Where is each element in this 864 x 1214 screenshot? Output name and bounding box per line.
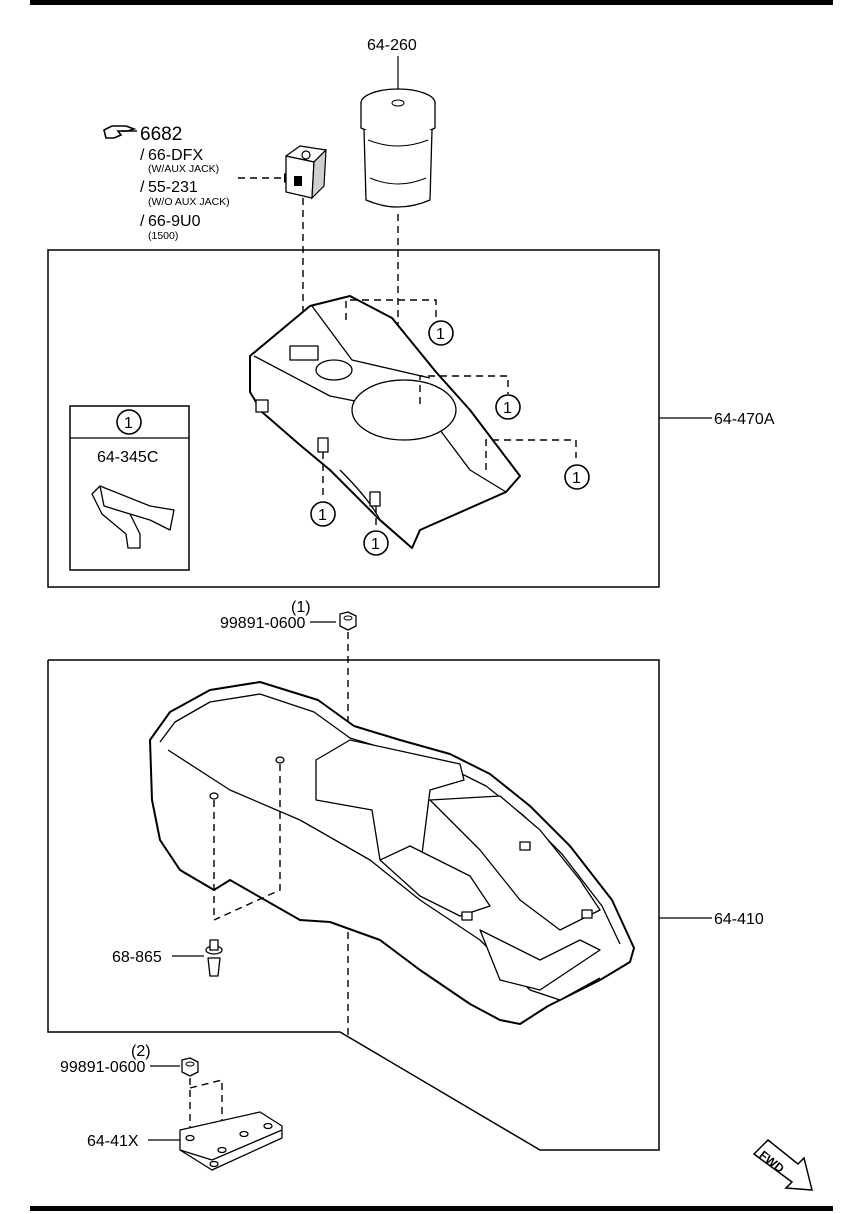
- callout-1-c[interactable]: 1: [564, 464, 590, 490]
- svg-text:1: 1: [371, 536, 380, 553]
- rivet-dash-lines: [213, 764, 281, 921]
- clip-dash-1: [345, 299, 437, 322]
- pointing-hand-icon: [103, 125, 137, 139]
- svg-text:1: 1: [572, 470, 581, 487]
- clip-part-number[interactable]: 64-345C: [97, 449, 158, 466]
- nut-2-icon[interactable]: [181, 1057, 199, 1077]
- clip-dash-2: [419, 375, 509, 404]
- cup-holder-part-number[interactable]: 64-260: [367, 37, 417, 54]
- callout-1-a[interactable]: 1: [428, 320, 454, 346]
- rivet-part-number[interactable]: 68-865: [112, 949, 162, 966]
- svg-text:1: 1: [436, 326, 445, 343]
- clip-illustration[interactable]: [91, 485, 175, 549]
- svg-text:1: 1: [318, 507, 327, 524]
- lower-console-body[interactable]: [149, 681, 635, 1025]
- clip-legend-box: [69, 405, 190, 571]
- aux-jack-socket[interactable]: [285, 145, 327, 200]
- clip-dash-3: [485, 439, 577, 470]
- reference-slash-3: /: [140, 213, 145, 230]
- callout-1-e[interactable]: 1: [363, 530, 389, 556]
- nut-2-part-number[interactable]: 99891-0600: [60, 1059, 146, 1076]
- bottom-border-bar: [30, 1206, 833, 1211]
- reference-item-1-note: (W/AUX JACK): [148, 163, 219, 175]
- reference-main-number[interactable]: 6682: [140, 124, 182, 145]
- reference-item-2-note: (W/O AUX JACK): [148, 196, 230, 208]
- console-upper-part-number[interactable]: 64-470A: [714, 411, 775, 428]
- reference-item-3-note: (1500): [148, 230, 178, 242]
- callout-1-d[interactable]: 1: [310, 501, 336, 527]
- rivet-icon[interactable]: [205, 939, 223, 977]
- nut-1-part-number[interactable]: 99891-0600: [220, 615, 306, 632]
- reference-item-1-number[interactable]: 66-DFX: [148, 147, 203, 164]
- bracket-plate[interactable]: [179, 1111, 283, 1171]
- nut-1-quantity: (1): [291, 599, 311, 616]
- reference-slash-1: /: [140, 147, 145, 164]
- nut-1-icon[interactable]: [339, 611, 357, 631]
- callout-1-b[interactable]: 1: [495, 394, 521, 420]
- svg-text:1: 1: [124, 415, 133, 432]
- bracket-part-number[interactable]: 64-41X: [87, 1133, 139, 1150]
- lower-console-frame: [47, 659, 660, 1151]
- nut-2-quantity: (2): [131, 1043, 151, 1060]
- reference-slash-2: /: [140, 179, 145, 196]
- bracket-dash-lines: [189, 1078, 223, 1130]
- svg-text:1: 1: [503, 400, 512, 417]
- upper-console-panel[interactable]: [249, 295, 521, 549]
- fwd-arrow-icon: FWD: [752, 1138, 813, 1191]
- reference-item-3-number[interactable]: 66-9U0: [148, 213, 201, 230]
- clip-legend-callout: 1: [116, 409, 142, 435]
- console-lower-part-number[interactable]: 64-410: [714, 911, 764, 928]
- top-border-bar: [30, 0, 833, 5]
- reference-item-2-number[interactable]: 55-231: [148, 179, 198, 196]
- cup-holder-insert[interactable]: [360, 88, 436, 208]
